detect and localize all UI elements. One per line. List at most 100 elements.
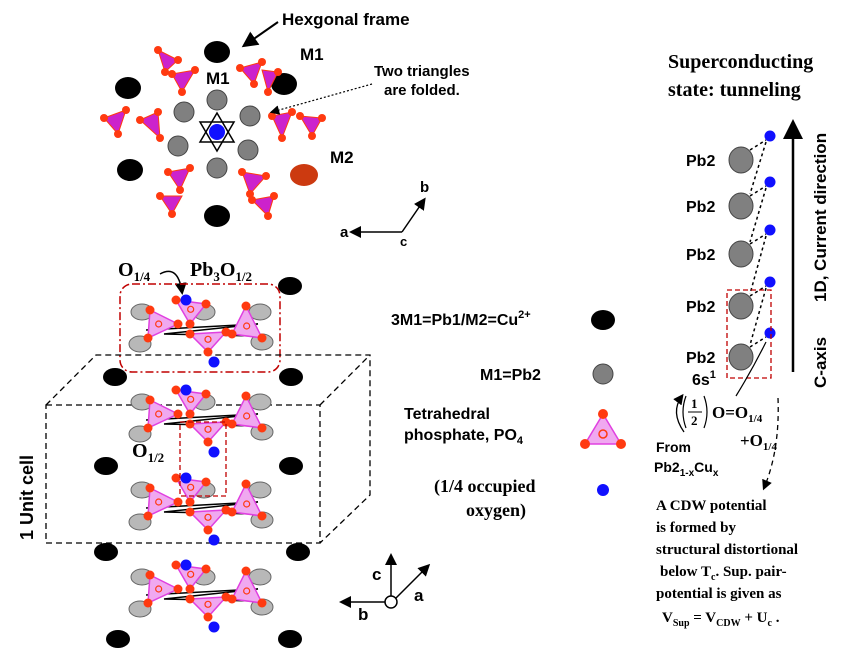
pb2-chain-oxygen	[764, 276, 776, 288]
cdw-equation: VSup = VCDW + Uc .	[662, 610, 780, 629]
tetra-group-top	[100, 46, 326, 220]
panel-title-line1: Superconducting	[668, 51, 813, 73]
cdw-line3: structural distortional	[656, 542, 798, 558]
oxygen-atom	[221, 592, 231, 602]
phosphorus-atom	[243, 500, 251, 508]
oxygen-atom	[143, 511, 153, 521]
oxygen-atom	[143, 598, 153, 608]
axis-a-arrow-bottom	[395, 563, 431, 599]
oxygen-atom	[241, 566, 251, 576]
phosphorus-atom	[187, 305, 195, 313]
o12-highlight-box	[179, 421, 227, 497]
from-line2: Pb21-xCux	[654, 459, 719, 479]
legend-pb1-swatch	[591, 310, 615, 330]
pb1-atom	[279, 457, 303, 475]
axis-b-label: b	[420, 179, 429, 196]
oxygen-atom	[201, 389, 211, 399]
pb2-atom	[206, 89, 228, 111]
blue-oxygen	[180, 559, 192, 571]
phosphate-tetrahedron	[147, 486, 180, 518]
axis-a-label-bottom: a	[414, 586, 424, 605]
oxygen-atom	[145, 483, 155, 493]
pb2-bond	[749, 235, 767, 295]
oxygen-atom	[173, 584, 183, 594]
phosphorus-atom	[155, 498, 163, 506]
cdw-line4: below Tc. Sup. pair-	[660, 564, 787, 583]
oxygen-atom	[171, 473, 181, 483]
unit-cell-label: 1 Unit cell	[17, 455, 37, 540]
phosphorus-atom	[187, 395, 195, 403]
oxygen-atom	[185, 319, 195, 329]
pb2-bond	[749, 287, 767, 346]
oxygen-atom	[171, 560, 181, 570]
phosphorus-atom	[243, 322, 251, 330]
side-view: O1/4 Pb3O1/2 1 Unit cell O1/2 c b	[17, 259, 431, 648]
oxygen-atom	[173, 409, 183, 419]
phosphorus-atom	[155, 320, 163, 328]
phosphorus-atom	[155, 585, 163, 593]
oxygen-atom	[241, 301, 251, 311]
phosphorus-atom	[155, 410, 163, 418]
c-axis-label: C-axis	[811, 337, 830, 388]
pb1-atom	[204, 205, 230, 227]
phosphate-tetrahedron	[147, 308, 180, 340]
o14-arrow	[159, 270, 187, 295]
pb2-bond	[749, 141, 767, 195]
phosphate-tetrahedron	[230, 394, 264, 429]
pb2-chain-label: Pb2	[686, 153, 715, 170]
legend-tetra-line1: Tetrahedral	[404, 406, 490, 423]
oxygen-atom	[203, 437, 213, 447]
axis-c-label: c	[400, 234, 407, 249]
from-arrow	[673, 393, 685, 433]
pb2-chain-label: Pb2	[686, 199, 715, 216]
unit-cell-box	[45, 354, 371, 544]
blue-oxygen	[208, 534, 220, 546]
oxygen-atom	[185, 419, 195, 429]
oxygen-atom	[203, 525, 213, 535]
pb3o-highlight-box	[119, 283, 281, 373]
pb1-atom	[286, 543, 310, 561]
phosphorus-atom	[204, 425, 212, 433]
cdw-line5: potential is given as	[656, 586, 782, 602]
oxygen-atom	[145, 305, 155, 315]
phosphorus-atom	[204, 335, 212, 343]
side-layers	[128, 294, 274, 633]
m2-label: M2	[330, 148, 354, 167]
oxygen-atom	[203, 612, 213, 622]
cdw-line1: A CDW potential	[656, 498, 767, 514]
phosphorus-atom	[204, 513, 212, 521]
chain-highlight-box	[726, 289, 772, 379]
oxygen-atom	[185, 594, 195, 604]
phosphate-tetrahedron	[147, 398, 180, 430]
pb2-atom	[237, 139, 259, 161]
legend-tetra-swatch	[580, 409, 626, 449]
equation-plus-oxygen: +O1/4	[740, 431, 777, 453]
paren-left	[682, 395, 687, 429]
phosphorus-atom	[243, 412, 251, 420]
oxygen-atom	[221, 327, 231, 337]
oxygen-atom	[173, 319, 183, 329]
phosphate-tetrahedron	[230, 304, 264, 339]
axis-b-label-bottom: b	[358, 605, 368, 624]
pb1-atom	[94, 457, 118, 475]
oxygen-atom	[203, 347, 213, 357]
pb1-atom	[279, 368, 303, 386]
oxygen-atom	[201, 299, 211, 309]
pb2-chain-label: Pb2	[686, 299, 715, 316]
oxygen-atom	[257, 423, 267, 433]
oxygen-atom	[143, 423, 153, 433]
pb2-chain-oxygen	[764, 176, 776, 188]
oxygen-atom	[201, 564, 211, 574]
panel-title-line2: state: tunneling	[668, 79, 801, 101]
legend-oxygen-line2: oxygen)	[466, 500, 526, 521]
pb2-chain-atom	[728, 192, 754, 220]
pb2-chain-label: Pb2	[686, 350, 715, 367]
legend-pb2-label: M1=Pb2	[480, 367, 541, 384]
pb2-chain-atom	[728, 240, 754, 268]
oxygen-atom	[221, 505, 231, 515]
oxygen-atom	[241, 479, 251, 489]
oxygen-atom	[185, 507, 195, 517]
pb1-atom	[278, 630, 302, 648]
from-line1: From	[656, 439, 691, 455]
phosphate-tetrahedron	[230, 482, 264, 517]
